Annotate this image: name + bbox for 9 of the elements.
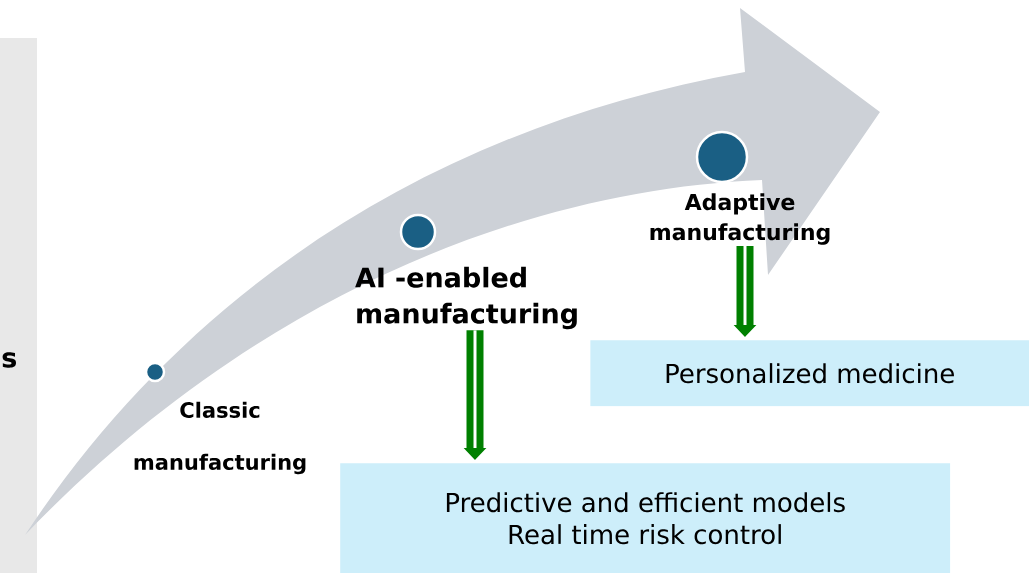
milestone-dot <box>695 130 749 184</box>
stage-label: Adaptive manufacturing <box>650 193 830 245</box>
outcome-box: Personalized medicine <box>590 340 1029 407</box>
milestone-dot <box>144 361 166 383</box>
stage-label: Classic manufacturing <box>134 401 306 475</box>
milestone-dot <box>399 213 437 251</box>
outcome-box: Predictive and efficient models Real time risk control <box>340 463 951 573</box>
stage-label: AI -enabled manufacturing <box>355 266 577 330</box>
side-label: s <box>2 352 16 368</box>
